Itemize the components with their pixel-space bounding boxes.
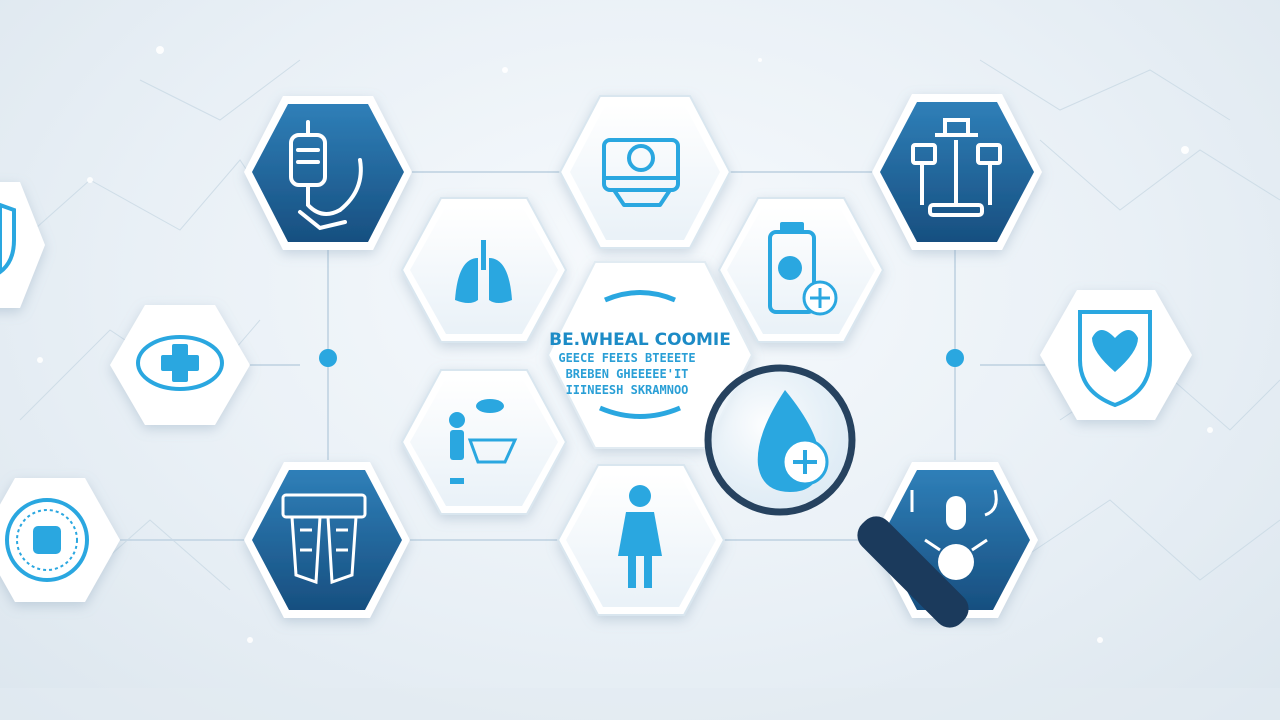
- floor-reflection: [0, 688, 1280, 720]
- hex-tile-microbe-badge[interactable]: [0, 478, 120, 602]
- center-line-2: GEECE FEEIS BTEEETE: [558, 351, 695, 365]
- plus-icon: [136, 335, 224, 391]
- hex-tile-person[interactable]: [556, 464, 726, 616]
- center-line-4: IIINEESH SKRAMNOO: [566, 383, 689, 397]
- shield-icon: [0, 202, 16, 275]
- background-dots: [37, 46, 1213, 643]
- hex-tile-heart-shield[interactable]: [1040, 290, 1192, 420]
- medical-equipment-icon: [911, 118, 1002, 217]
- person-icon: [618, 485, 662, 588]
- hex-tile-patient-care[interactable]: [400, 369, 568, 515]
- connector-node: [319, 349, 337, 367]
- doctor-icon: [910, 489, 998, 580]
- center-title: BE.WHEAL COOMIE: [549, 330, 731, 350]
- medicine-bottle-icon: [768, 222, 838, 316]
- hex-tile-iv-drip[interactable]: [244, 96, 412, 250]
- magnifying-glass[interactable]: [704, 364, 975, 634]
- camera-device-icon: [602, 138, 680, 207]
- hex-tile-medicine-bottle[interactable]: [717, 197, 885, 343]
- medical-suit-icon: [281, 493, 367, 585]
- patient-care-icon: [449, 399, 518, 484]
- hex-tile-shield[interactable]: [0, 182, 45, 308]
- microbe-badge-icon: [5, 498, 89, 582]
- center-line-3: BREBEN GHEEEEE'IT: [566, 367, 689, 381]
- hex-tile-medical-equipment[interactable]: [872, 94, 1042, 250]
- iv-drip-icon: [289, 120, 363, 231]
- blood-drop-plus-icon: [757, 390, 829, 492]
- hex-tile-camera-device[interactable]: [558, 95, 732, 249]
- hex-tile-plus[interactable]: [110, 305, 250, 425]
- connector-node: [946, 349, 964, 367]
- hex-tile-medical-suit[interactable]: [244, 462, 410, 618]
- hex-tile-lungs[interactable]: [400, 197, 568, 343]
- heart-shield-icon: [1078, 310, 1152, 408]
- lungs-icon: [455, 240, 512, 303]
